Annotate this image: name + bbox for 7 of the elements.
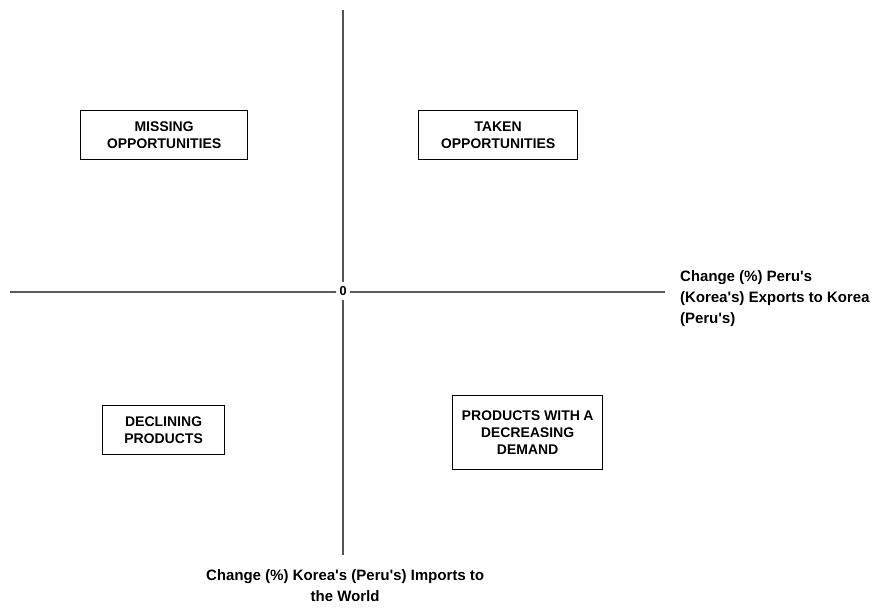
quadrant-box: MISSING OPPORTUNITIES	[80, 110, 248, 160]
quadrant-box: PRODUCTS WITH A DECREASING DEMAND	[452, 395, 603, 470]
quadrant-box: TAKEN OPPORTUNITIES	[418, 110, 578, 160]
axis-label: Change (%) Peru's (Korea's) Exports to Korea (Peru's)	[680, 267, 870, 329]
origin-label: 0	[336, 282, 350, 300]
axis-label: Change (%) Korea's (Peru's) Imports to the World	[204, 566, 485, 607]
quadrant-box: DECLINING PRODUCTS	[102, 405, 225, 455]
